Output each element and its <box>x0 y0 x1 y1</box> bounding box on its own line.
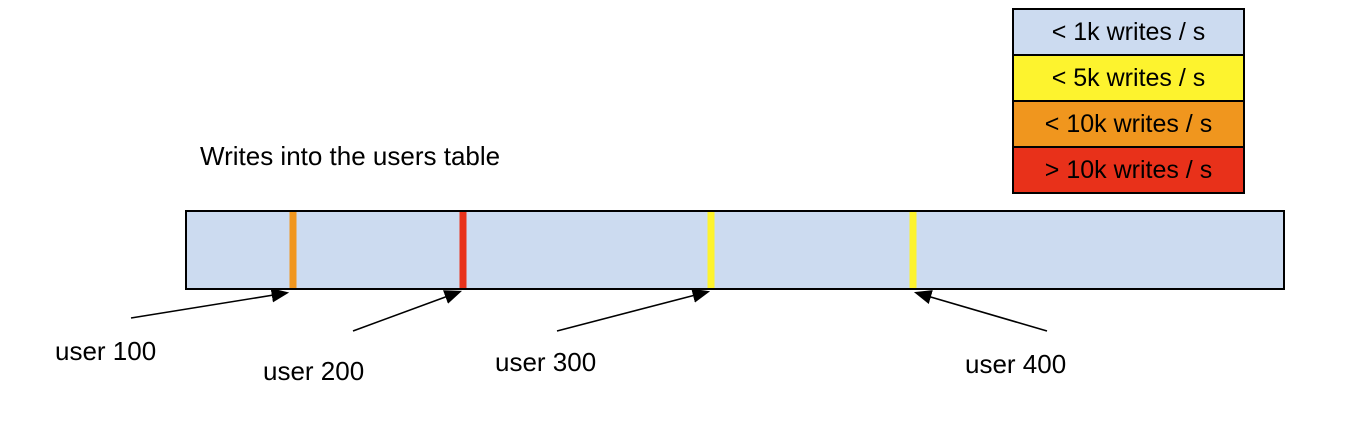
legend-item-label: < 5k writes / s <box>1051 63 1206 92</box>
arrow-user-400 <box>913 290 1048 332</box>
hotspot-marker-user-400 <box>909 212 917 288</box>
users-table-bar <box>185 210 1285 290</box>
callout-label-user-300: user 300 <box>495 347 597 377</box>
legend-item-gt-10k: > 10k writes / s <box>1012 146 1245 194</box>
diagram-title: Writes into the users table <box>200 141 501 171</box>
arrow-user-300 <box>556 288 711 332</box>
legend: < 1k writes / s < 5k writes / s < 10k wr… <box>1012 8 1245 194</box>
hotspot-marker-user-200 <box>459 212 467 288</box>
hotspot-marker-user-100 <box>289 212 297 288</box>
legend-item-label: < 1k writes / s <box>1051 17 1206 46</box>
arrow-user-100 <box>130 288 290 319</box>
legend-item-label: < 10k writes / s <box>1044 109 1213 138</box>
legend-item-lt-10k: < 10k writes / s <box>1012 100 1245 148</box>
legend-item-lt-1k: < 1k writes / s <box>1012 8 1245 56</box>
legend-item-label: > 10k writes / s <box>1044 155 1213 184</box>
callout-label-user-400: user 400 <box>965 349 1067 379</box>
callout-label-user-100: user 100 <box>55 336 157 366</box>
callout-label-user-200: user 200 <box>263 356 365 386</box>
legend-item-lt-5k: < 5k writes / s <box>1012 54 1245 102</box>
hotspot-marker-user-300 <box>707 212 715 288</box>
arrow-user-200 <box>352 290 463 332</box>
